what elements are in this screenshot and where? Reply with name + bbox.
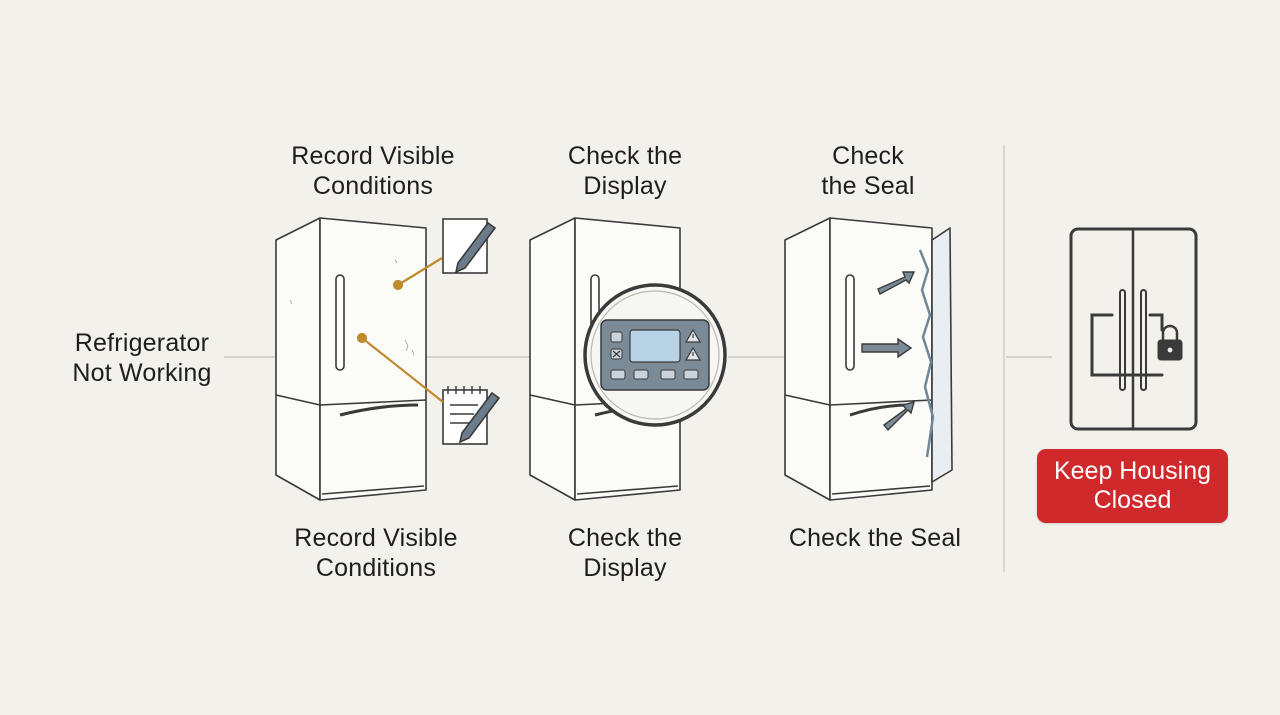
door-seal-arrows-icon (861, 271, 916, 432)
step-1-bottom-label: Record Visible Conditions (294, 524, 458, 582)
step-1-top-label: Record Visible Conditions (291, 142, 455, 200)
step-3-bottom-label: Check the Seal (788, 524, 962, 552)
fridge-check-seal (784, 217, 953, 501)
locked-refrigerator-icon (1069, 227, 1198, 431)
step-3-top-label: Check the Seal (821, 142, 915, 200)
clipboard-pencil-icon (442, 386, 501, 445)
step-2-bottom-label: Check the Display (567, 524, 683, 582)
flow-connectors (224, 145, 1052, 572)
control-panel-icon (583, 283, 727, 427)
fridge-record-conditions (275, 217, 427, 501)
start-label: Refrigerator Not Working (72, 329, 212, 387)
keep-housing-closed-badge: Keep Housing Closed (1037, 449, 1228, 523)
annotation-leaders (356, 257, 444, 403)
step-2-top-label: Check the Display (567, 142, 683, 200)
notepad-pencil-icon (442, 218, 497, 274)
